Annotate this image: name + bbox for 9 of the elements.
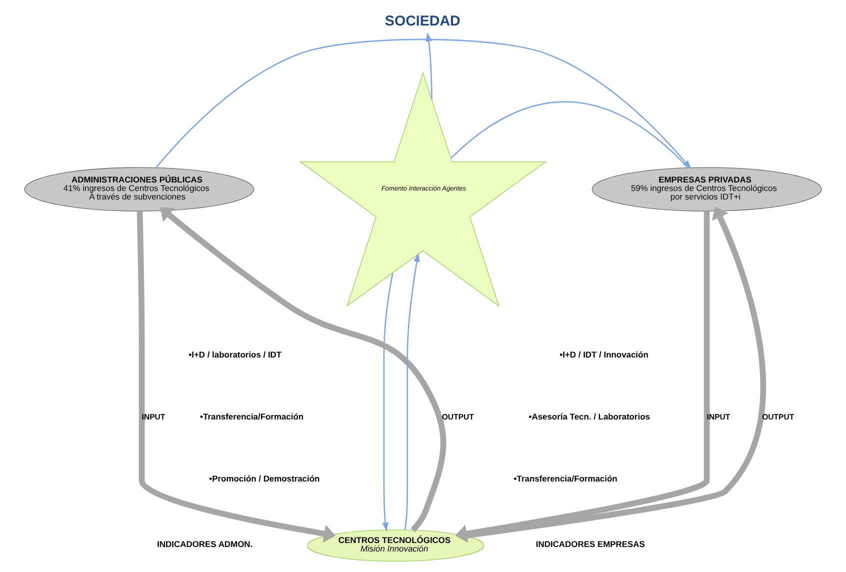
node-text: SOCIEDAD — [384, 14, 460, 30]
label: •Transferencia/Formación — [514, 473, 618, 484]
label: •Asesoría Tecn. / Laboratorios — [528, 412, 650, 422]
label: •I+D / laboratorios / IDT — [188, 350, 282, 360]
label: •Transferencia/Formación — [200, 412, 304, 422]
label: INDICADORES ADMON. — [157, 539, 253, 550]
label: •I+D / IDT / Innovación — [560, 350, 648, 360]
label: •Promoción / Demostración — [209, 473, 320, 484]
label: INDICADORES EMPRESAS — [536, 539, 645, 550]
